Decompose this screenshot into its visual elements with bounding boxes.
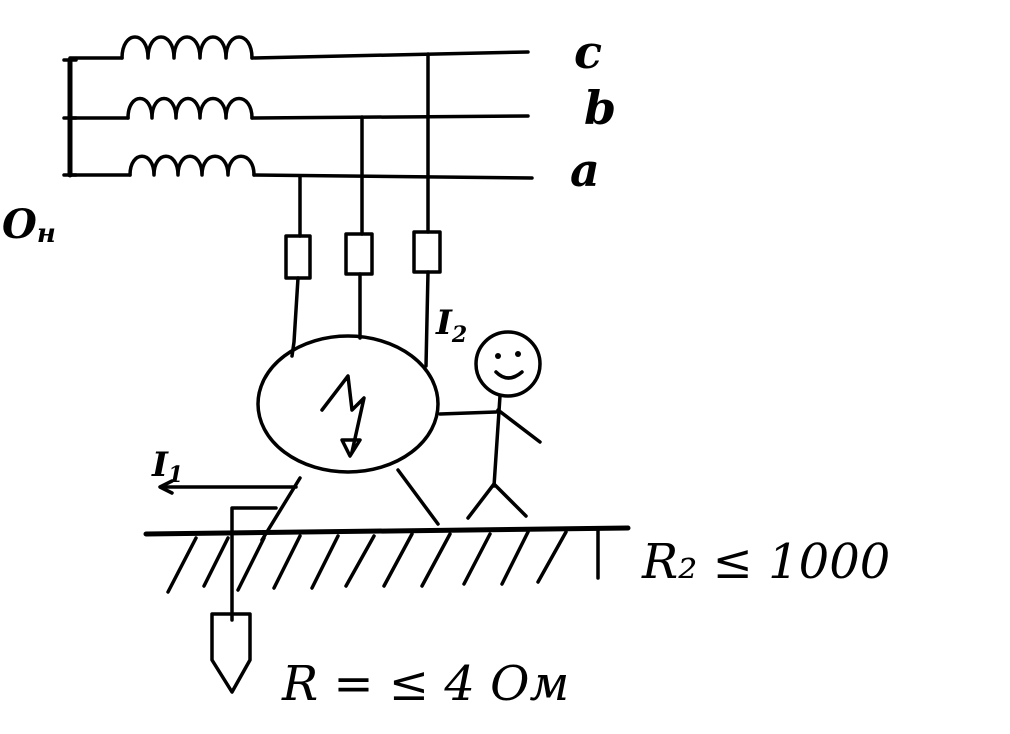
line-phase-c [250, 50, 530, 60]
fuse-icon [284, 234, 312, 280]
fuse-icon [344, 232, 374, 276]
label-floor-resistance: R₂ ≤ 1000 [641, 534, 890, 590]
label-phase-a: a [570, 143, 600, 197]
motor-leg-right [396, 468, 440, 526]
inductor-coil-icon [128, 154, 256, 177]
floor-hatching [166, 528, 600, 594]
inductor-coil-icon [120, 35, 254, 60]
floor-line [143, 525, 631, 537]
label-ground-resistance: R = ≤ 4 Ом [281, 656, 569, 712]
ground-conductor [230, 506, 278, 622]
fuse-icon [412, 230, 442, 274]
line-phase-a [252, 173, 534, 180]
label-current-i2: I2 [435, 303, 467, 348]
label-current-i1: I1 [151, 445, 183, 488]
ground-electrode-icon [210, 612, 252, 694]
line-phase-b [250, 114, 530, 120]
winding-phase-c [68, 35, 530, 60]
label-neutral: Oн [2, 201, 56, 249]
motor-enclosure-icon [256, 334, 440, 474]
stick-figure-icon [438, 330, 542, 520]
lightning-bolt-icon [320, 374, 366, 454]
winding-phase-b [68, 96, 530, 120]
lead-phase-a [290, 276, 300, 358]
inductor-coil-icon [126, 96, 254, 120]
lead-phase-c [424, 270, 430, 368]
label-phase-c: c [574, 25, 602, 79]
label-phase-b: b [584, 81, 616, 135]
